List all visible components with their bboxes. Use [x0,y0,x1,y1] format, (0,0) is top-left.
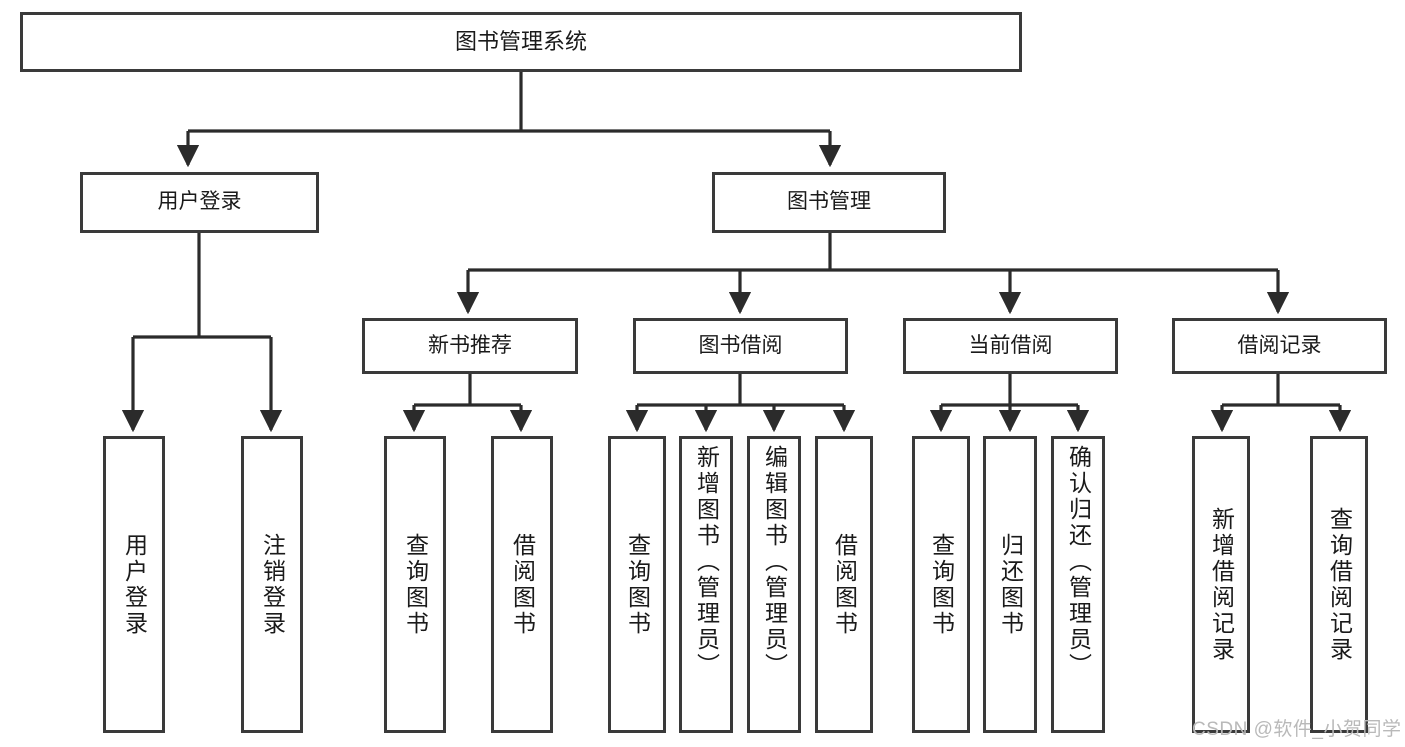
leaf-add-record-label: 新增借阅记录 [1208,506,1235,663]
leaf-borrow-book-2-label: 借阅图书 [831,532,858,637]
node-book-borrow[interactable]: 图书借阅 [633,318,848,374]
node-borrow-record-label: 借阅记录 [1237,333,1322,357]
leaf-borrow-book-1-label: 借阅图书 [509,532,536,637]
node-book-management-label: 图书管理 [787,190,871,214]
node-root-label: 图书管理系统 [454,29,587,55]
node-user-login-label: 用户登录 [157,190,242,214]
node-new-book-recommend[interactable]: 新书推荐 [362,318,578,374]
leaf-edit-book[interactable]: 编辑图书（管理员） [747,436,801,733]
leaf-borrow-book-2[interactable]: 借阅图书 [815,436,873,733]
leaf-logout-label: 注销登录 [259,532,286,637]
node-borrow-record[interactable]: 借阅记录 [1172,318,1387,374]
leaf-query-record-label: 查询借阅记录 [1326,506,1353,663]
leaf-query-book-2-label: 查询图书 [624,532,651,637]
leaf-borrow-book-1[interactable]: 借阅图书 [491,436,553,733]
node-book-management[interactable]: 图书管理 [712,172,946,233]
leaf-query-book-3[interactable]: 查询图书 [912,436,970,733]
leaf-add-record[interactable]: 新增借阅记录 [1192,436,1250,733]
leaf-logout[interactable]: 注销登录 [241,436,303,733]
node-current-borrow[interactable]: 当前借阅 [903,318,1118,374]
leaf-query-book-2[interactable]: 查询图书 [608,436,666,733]
watermark: CSDN @软件_小贺同学 [1192,719,1402,740]
leaf-user-login-label: 用户登录 [121,532,148,637]
leaf-confirm-return-label: 确认归还（管理员） [1065,445,1092,679]
leaf-user-login[interactable]: 用户登录 [103,436,165,733]
node-new-book-recommend-label: 新书推荐 [428,333,512,357]
leaf-add-book[interactable]: 新增图书（管理员） [679,436,733,733]
leaf-query-book-3-label: 查询图书 [928,532,955,637]
leaf-query-book-1-label: 查询图书 [402,532,429,637]
node-root[interactable]: 图书管理系统 [20,12,1022,72]
node-current-borrow-label: 当前借阅 [968,333,1053,357]
leaf-confirm-return[interactable]: 确认归还（管理员） [1051,436,1105,733]
leaf-query-record[interactable]: 查询借阅记录 [1310,436,1368,733]
node-user-login[interactable]: 用户登录 [80,172,319,233]
leaf-return-book[interactable]: 归还图书 [983,436,1037,733]
leaf-add-book-label: 新增图书（管理员） [693,445,720,679]
leaf-query-book-1[interactable]: 查询图书 [384,436,446,733]
leaf-edit-book-label: 编辑图书（管理员） [761,445,788,679]
node-book-borrow-label: 图书借阅 [698,333,783,357]
leaf-return-book-label: 归还图书 [997,532,1024,637]
